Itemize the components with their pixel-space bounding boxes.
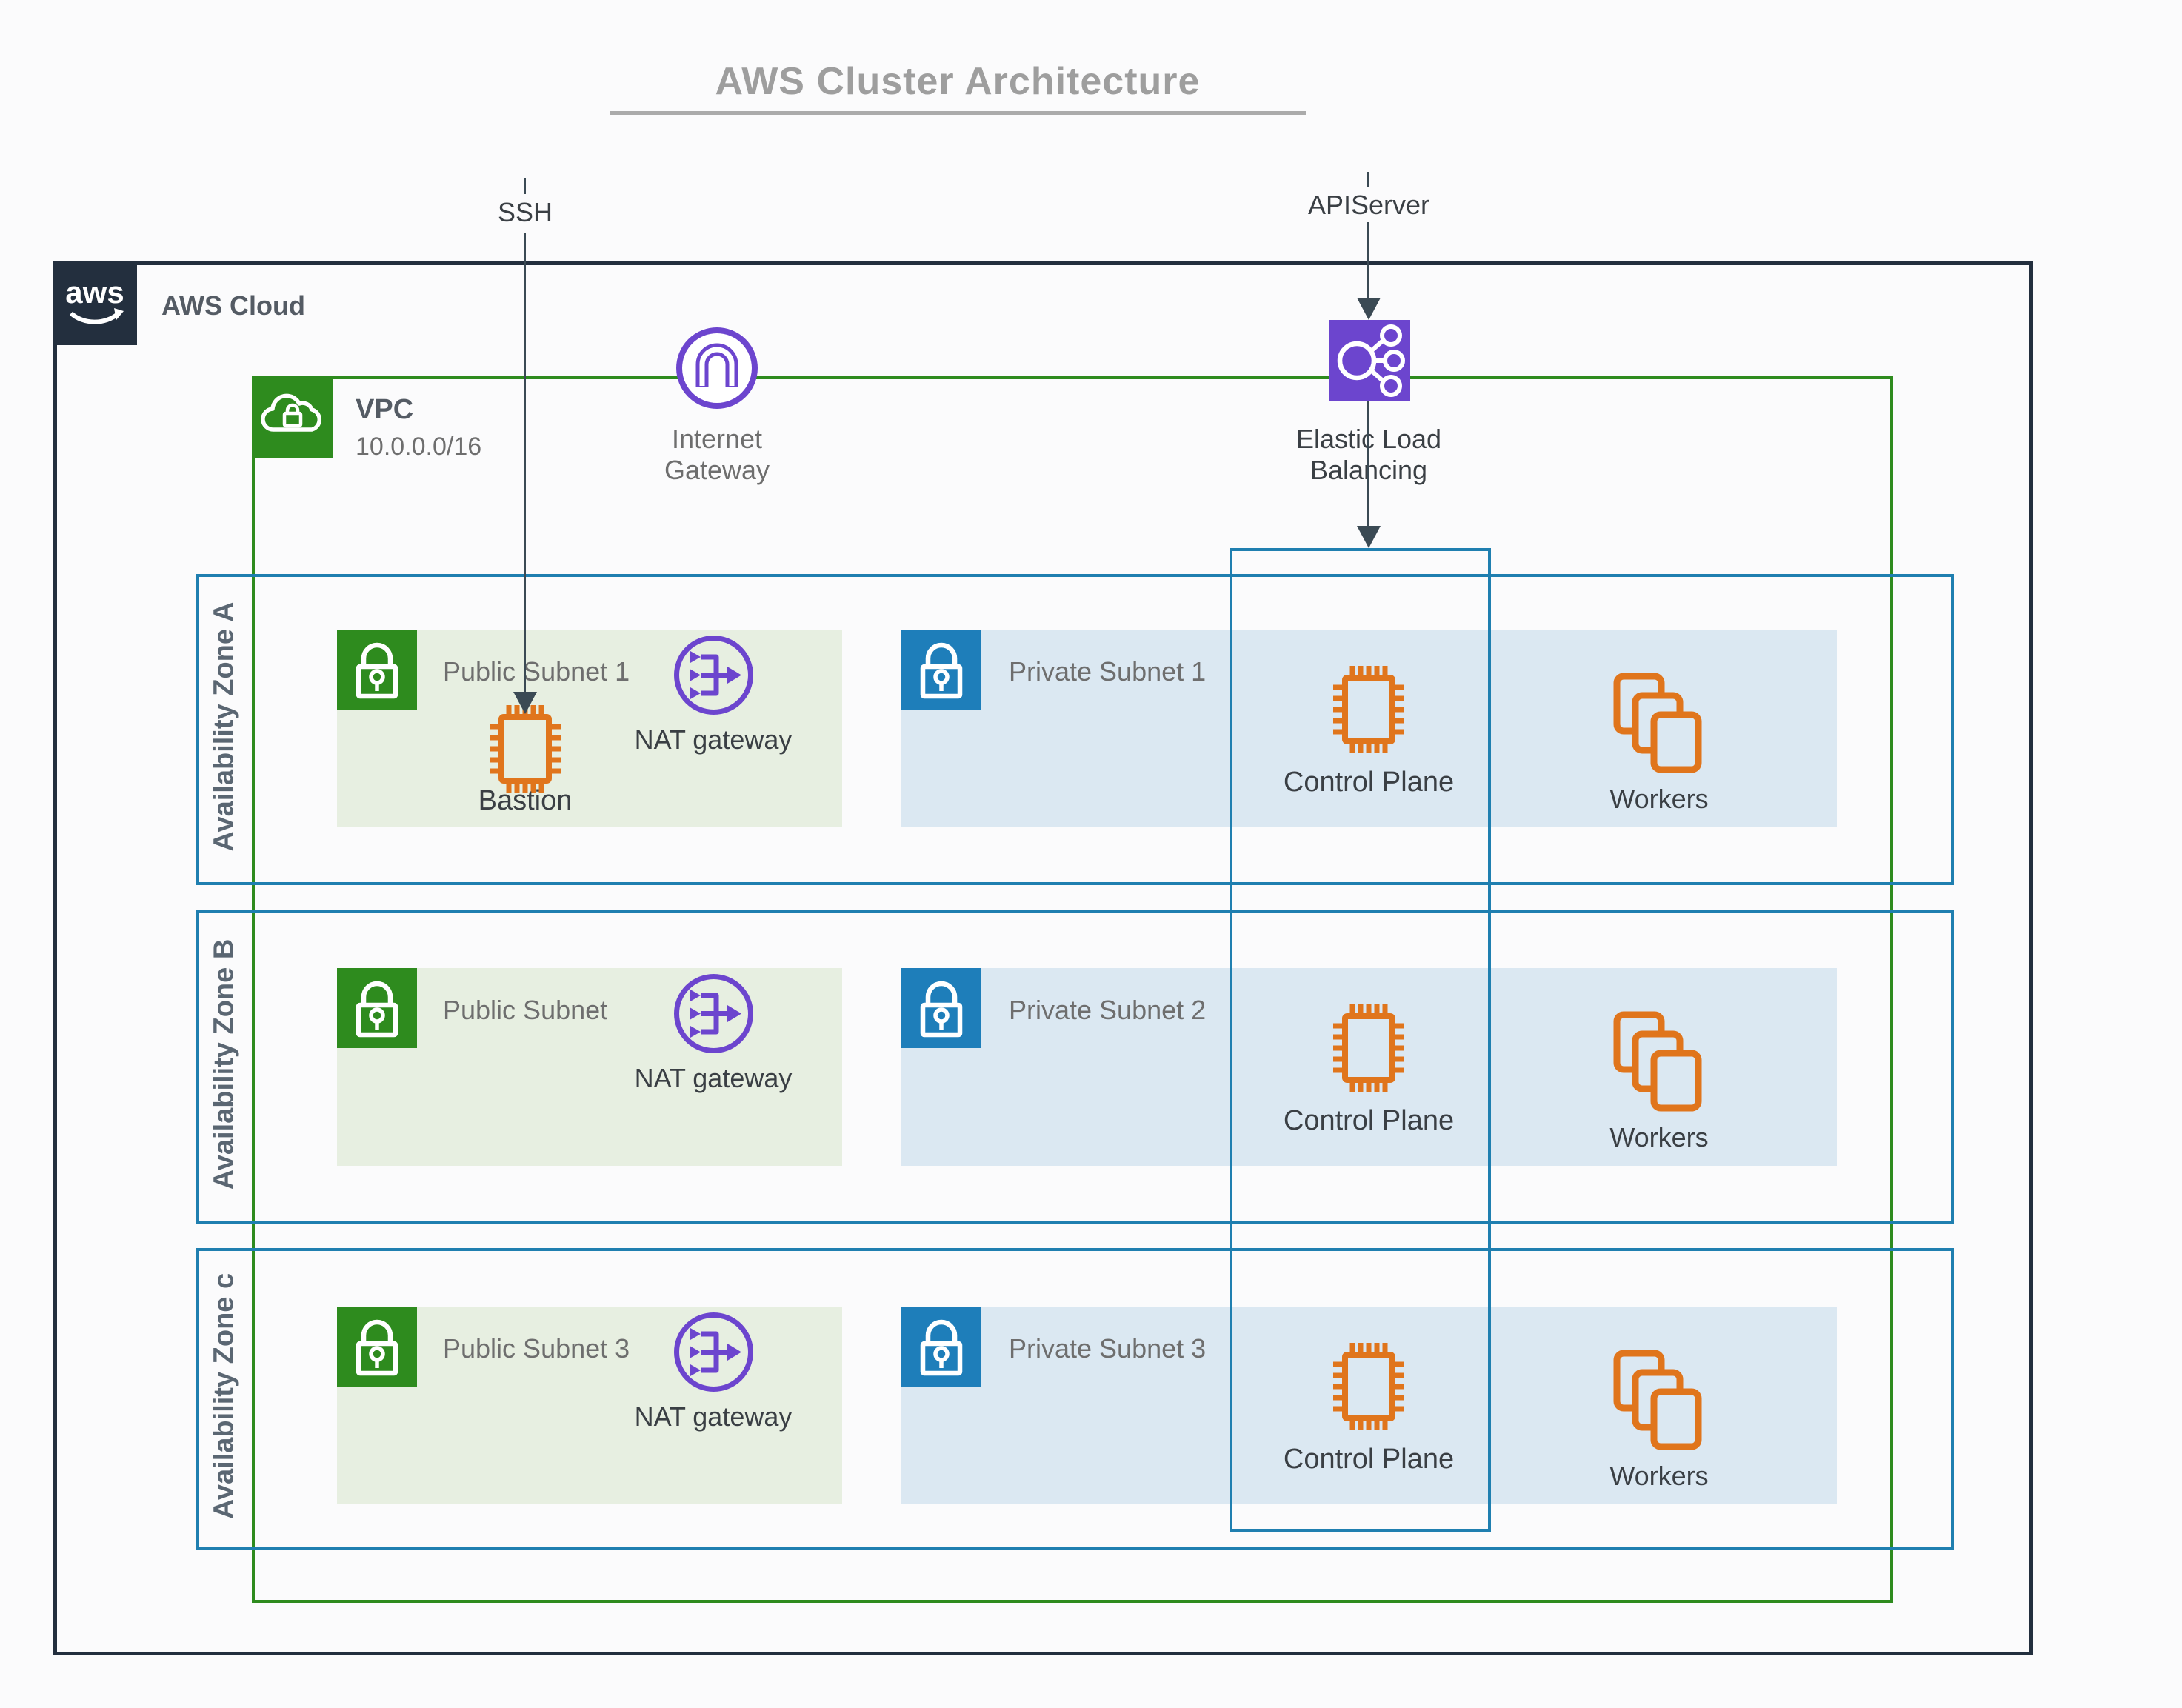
elb-to-control-plane-arrowhead [1357, 526, 1381, 548]
internet-gateway-label: Internet Gateway [664, 424, 770, 486]
availability-zone-b-boundary [196, 910, 1954, 1224]
public-subnet-2-area [337, 968, 842, 1166]
bastion-chip-icon [484, 701, 567, 797]
elb-to-control-plane-arrow-line [1367, 401, 1369, 527]
private-subnet-3-label: Private Subnet 3 [1009, 1333, 1207, 1364]
title-underline [610, 111, 1306, 115]
availability-zone-a-boundary [196, 574, 1954, 885]
control-plane-chip-icon [1327, 1338, 1410, 1435]
control-plane-group-boundary [1230, 548, 1491, 1532]
control-plane-chip-icon [1327, 1000, 1410, 1096]
internet-gateway-icon [673, 324, 761, 413]
vpc-icon [252, 376, 333, 458]
workers-label: Workers [1609, 1122, 1709, 1152]
private-subnet-lock-icon [901, 630, 981, 710]
svg-text:aws: aws [65, 275, 124, 310]
control-plane-label: Control Plane [1283, 1444, 1455, 1475]
availability-zone-c-boundary [196, 1248, 1954, 1550]
apiserver-connector-tick [1367, 172, 1369, 187]
nat-gateway-label: NAT gateway [634, 724, 793, 755]
public-subnet-3-area [337, 1307, 842, 1504]
ssh-label: SSH [497, 197, 553, 227]
nat-gateway-label: NAT gateway [634, 1401, 793, 1432]
aws-cloud-boundary [53, 261, 2033, 1655]
ssh-arrowhead [513, 692, 537, 714]
public-subnet-2-label: Public Subnet [443, 995, 608, 1025]
public-subnet-3-label: Public Subnet 3 [443, 1333, 630, 1364]
private-subnet-1-label: Private Subnet 1 [1009, 656, 1207, 687]
public-subnet-lock-icon [337, 630, 417, 710]
vpc-boundary [252, 376, 1893, 1603]
workers-icon [1611, 670, 1707, 774]
private-subnet-2-label: Private Subnet 2 [1009, 995, 1207, 1025]
control-plane-label: Control Plane [1283, 767, 1455, 798]
control-plane-chip-icon [1327, 661, 1410, 758]
private-subnet-lock-icon [901, 968, 981, 1048]
workers-label: Workers [1609, 1461, 1709, 1491]
workers-icon [1611, 1347, 1707, 1451]
page-title: AWS Cluster Architecture [715, 60, 1201, 103]
apiserver-label: APIServer [1307, 190, 1430, 220]
aws-logo-icon: aws [53, 261, 137, 345]
public-subnet-1-label: Public Subnet 1 [443, 656, 630, 687]
ssh-arrow-line [524, 233, 526, 693]
apiserver-arrowhead [1357, 298, 1381, 320]
workers-icon [1611, 1009, 1707, 1112]
public-subnet-lock-icon [337, 1307, 417, 1387]
nat-gateway-icon [671, 1310, 756, 1395]
ssh-connector-tick [524, 178, 526, 194]
private-subnet-lock-icon [901, 1307, 981, 1387]
vpc-cidr: 10.0.0.0/16 [356, 433, 482, 461]
control-plane-label: Control Plane [1283, 1105, 1455, 1136]
nat-gateway-icon [671, 971, 756, 1056]
workers-label: Workers [1609, 784, 1709, 814]
public-subnet-lock-icon [337, 968, 417, 1048]
apiserver-arrow-line [1367, 222, 1369, 299]
nat-gateway-icon [671, 633, 756, 718]
nat-gateway-label: NAT gateway [634, 1063, 793, 1093]
vpc-label: VPC [356, 394, 414, 425]
bastion-label: Bastion [478, 785, 573, 816]
aws-cloud-label: AWS Cloud [161, 290, 305, 321]
public-subnet-1-area [337, 630, 842, 827]
elastic-load-balancing-icon [1329, 320, 1410, 401]
